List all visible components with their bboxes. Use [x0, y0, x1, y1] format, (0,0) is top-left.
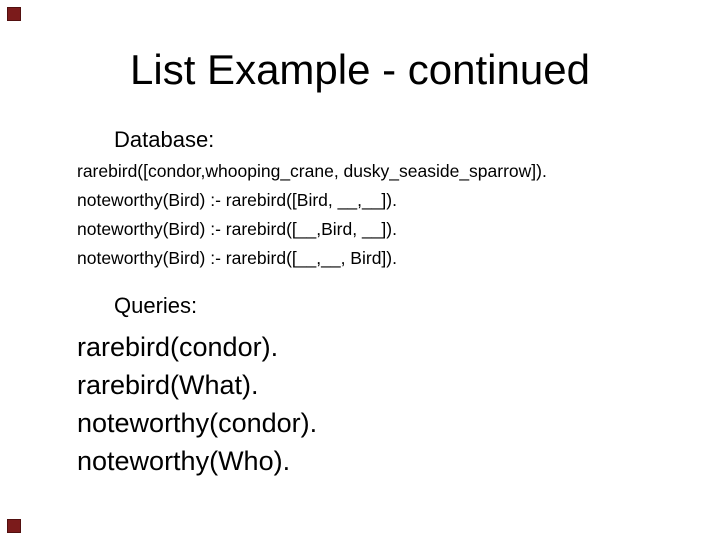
database-code-line: noteworthy(Bird) :- rarebird([__,Bird, _…: [77, 219, 397, 239]
queries-section-label: Queries:: [114, 293, 198, 318]
database-code-block: rarebird([condor,whooping_crane, dusky_s…: [77, 157, 547, 273]
database-section-label: Database:: [114, 127, 215, 152]
queries-block: rarebird(condor). rarebird(What). notewo…: [77, 328, 317, 480]
database-code-line: rarebird([condor,whooping_crane, dusky_s…: [77, 161, 547, 181]
database-code-line: noteworthy(Bird) :- rarebird([Bird, __,_…: [77, 190, 397, 210]
database-code-line: noteworthy(Bird) :- rarebird([__,__, Bir…: [77, 248, 397, 268]
query-line: noteworthy(condor).: [77, 408, 318, 438]
query-line: rarebird(What).: [77, 370, 259, 400]
query-line: rarebird(condor).: [77, 332, 279, 362]
slide-title: List Example - continued: [130, 46, 590, 93]
query-line: noteworthy(Who).: [77, 446, 291, 476]
corner-marker-bottom-left: [7, 519, 21, 533]
corner-marker-top-left: [7, 7, 21, 21]
